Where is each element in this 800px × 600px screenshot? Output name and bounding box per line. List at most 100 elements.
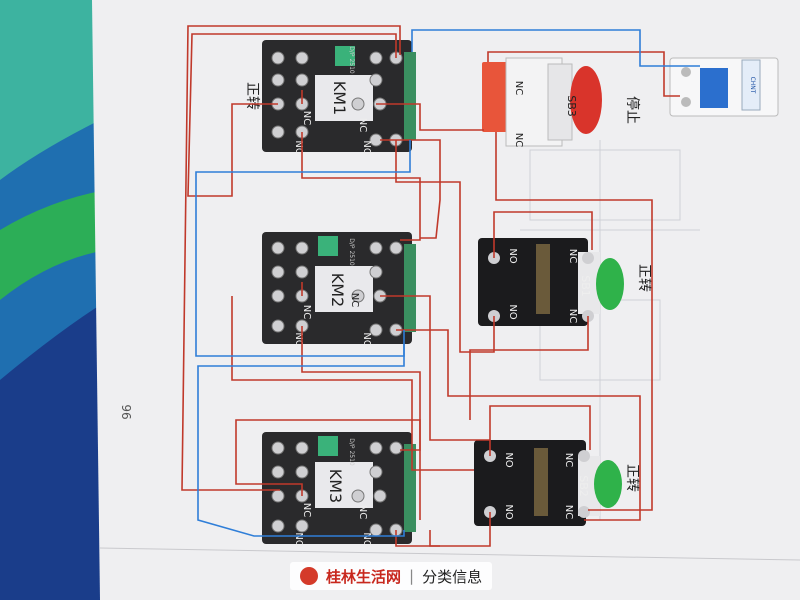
contactor-nc-label-2: NC xyxy=(301,503,312,517)
button-spring xyxy=(536,244,550,314)
contactor-no-label-2: NO xyxy=(361,140,372,155)
contactor-label: KM2 xyxy=(328,273,347,307)
wire xyxy=(380,295,490,441)
contactor-spec: D/P 2510 xyxy=(348,438,355,466)
wire xyxy=(493,211,593,258)
button-collar xyxy=(578,456,600,516)
wire xyxy=(187,33,397,197)
button-no-label: NO xyxy=(503,452,514,467)
button-spring xyxy=(534,448,548,516)
contactor-label: KM1 xyxy=(330,81,349,115)
watermark: 桂林生活网 | 分类信息 xyxy=(290,562,493,590)
button-sb3: NC NC SB3 停止 xyxy=(482,57,641,147)
button-contact-block xyxy=(474,440,586,526)
contactor-km1: KM1 NC NO NC NO D/P 2510 正转 xyxy=(244,40,416,156)
breaker-screw xyxy=(681,97,691,107)
breaker-screw xyxy=(681,67,691,77)
contactor-nc-label: NC xyxy=(357,118,368,132)
wire xyxy=(429,512,491,547)
breaker-brand-plate xyxy=(741,59,761,111)
contactor-label-plate xyxy=(315,462,373,508)
button-nc-label: NC xyxy=(513,81,524,95)
contactor-side-caption: 正转 xyxy=(244,82,260,110)
wire xyxy=(495,132,653,511)
contactor-no-label: NO xyxy=(293,332,304,347)
circuit-breaker: CHNT xyxy=(669,57,779,117)
contactor-no-label-2: NO xyxy=(361,332,372,347)
start-button-cap xyxy=(596,258,624,310)
button-label: SB3 xyxy=(565,95,578,117)
contactor-nc-label-2: NC xyxy=(301,305,312,319)
wire xyxy=(411,29,700,67)
start-button-cap xyxy=(594,460,622,508)
breaker-brand: CHNT xyxy=(749,77,756,94)
contactor-spec: D/P 2510 xyxy=(348,238,355,266)
button-label: SB1 xyxy=(579,275,592,297)
watermark-logo-icon xyxy=(300,567,318,585)
contactor-nc-label: NC xyxy=(357,505,368,519)
button-no-label-2: NO xyxy=(507,304,518,319)
terminal-screw xyxy=(578,506,590,518)
contactor-side-green xyxy=(404,52,416,140)
watermark-site: 桂林生活网 xyxy=(326,567,402,586)
terminal-screw xyxy=(582,252,594,264)
button-nc-label-2: NC xyxy=(513,133,524,147)
button-caption: 正转 xyxy=(624,464,640,492)
cover-accent-top xyxy=(0,0,110,180)
contactor-spec: D/P 2510 xyxy=(348,46,355,74)
terminal-screws xyxy=(271,441,403,537)
wire xyxy=(181,25,401,491)
wire xyxy=(231,296,474,471)
wire xyxy=(395,140,495,353)
wire xyxy=(235,419,421,496)
contactor-no-label: NO xyxy=(293,532,304,547)
contactor-label-plate xyxy=(315,75,373,121)
wire xyxy=(197,344,405,537)
neutral-wires xyxy=(195,29,700,537)
contactor-side-green xyxy=(404,244,416,332)
button-caption: 正转 xyxy=(636,264,652,292)
cover-accent-green xyxy=(0,190,106,300)
button-no-label-2: NO xyxy=(503,504,514,519)
contactor-no-label: NO xyxy=(293,140,304,155)
contactor-side-green xyxy=(404,444,416,532)
button-collar xyxy=(547,63,573,141)
button-no-label: NO xyxy=(507,248,518,263)
wire xyxy=(301,132,421,241)
button-collar xyxy=(578,252,600,314)
contactor-tab xyxy=(335,46,355,66)
button-nc-label-2: NC xyxy=(563,505,574,519)
wire xyxy=(469,316,589,420)
button-contact-block xyxy=(478,238,588,326)
wire xyxy=(376,103,484,131)
control-wires xyxy=(181,25,680,547)
wire xyxy=(487,51,680,97)
watermark-separator: | xyxy=(409,567,415,585)
wire xyxy=(489,405,591,456)
page-edge xyxy=(99,547,800,561)
button-nc-label-2: NC xyxy=(567,309,578,323)
contactor-no-label-2: NO xyxy=(361,532,372,547)
wire xyxy=(396,329,641,521)
button-sb2: NO NO NC NC SB2 正转 xyxy=(474,440,640,526)
button-nc-label: NC xyxy=(563,453,574,467)
page-number: 96 xyxy=(119,404,133,419)
wire xyxy=(380,139,441,239)
contactor-km2: KM2 NC NO NC NO D/P 2510 xyxy=(262,232,416,348)
contactor-tab xyxy=(318,236,338,256)
watermark-category: 分类信息 xyxy=(422,567,483,586)
button-caption: 停止 xyxy=(624,96,641,124)
button-contact-block xyxy=(482,62,508,132)
contactor-label-plate xyxy=(315,266,373,312)
contactor-nc-label: NC xyxy=(349,293,360,307)
breaker-toggle xyxy=(700,68,728,108)
terminal-screw xyxy=(578,450,590,462)
contactor-tab xyxy=(318,436,338,456)
stop-button-cap xyxy=(570,66,602,134)
contactor-nc-label-2: NC xyxy=(301,111,312,125)
contactor-km3: KM3 NC NO NC NO D/P 2510 xyxy=(262,432,416,548)
button-nc-label: NC xyxy=(567,249,578,263)
cover-accent-bottom xyxy=(0,300,108,600)
